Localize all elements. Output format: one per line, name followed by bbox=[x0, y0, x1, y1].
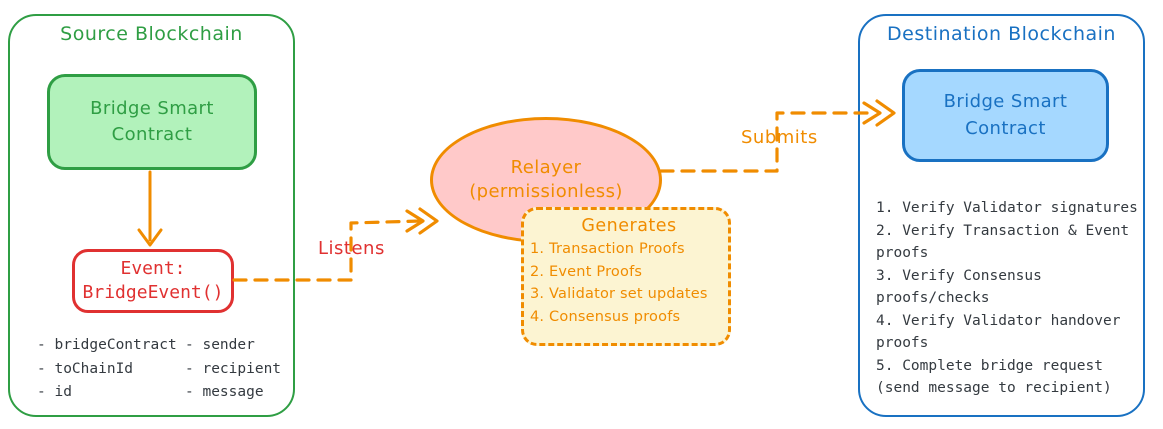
step-verify-consensus: 3. Verify Consensus proofs/checks bbox=[876, 267, 1042, 307]
destination-bridge-contract-box: Bridge Smart Contract bbox=[902, 69, 1109, 162]
listens-label: Listens bbox=[318, 238, 385, 259]
generates-title: Generates bbox=[581, 216, 677, 236]
source-blockchain-container: Source Blockchain Bridge Smart Contract … bbox=[8, 14, 295, 417]
arrowhead-right-inner-icon bbox=[405, 209, 425, 233]
step-complete-bridge: 5. Complete bridge request (send message… bbox=[876, 357, 1112, 397]
destination-blockchain-container: Destination Blockchain Bridge Smart Cont… bbox=[858, 14, 1145, 417]
destination-bridge-contract-label: Bridge Smart Contract bbox=[943, 91, 1068, 139]
generates-item-validator-updates: 3. Validator set updates bbox=[530, 286, 708, 302]
generates-item-transaction-proofs: 1. Transaction Proofs bbox=[530, 241, 685, 257]
step-verify-handover: 4. Verify Validator handover proofs bbox=[876, 312, 1121, 352]
attr-id: - id bbox=[37, 384, 72, 400]
attr-message: - message bbox=[185, 384, 264, 400]
generates-item-event-proofs: 2. Event Proofs bbox=[530, 263, 643, 280]
generates-box: Generates 1. Transaction Proofs 2. Event… bbox=[521, 207, 731, 346]
relayer-sublabel: (permissionless) bbox=[469, 181, 623, 202]
destination-steps: 1. Verify Validator signatures 2. Verify… bbox=[876, 197, 1138, 400]
relayer-label: Relayer bbox=[510, 156, 582, 178]
step-verify-tx-event-proofs: 2. Verify Transaction & Event proofs bbox=[876, 222, 1130, 262]
submits-label: Submits bbox=[741, 127, 818, 148]
attr-bridge-contract: - bridgeContract bbox=[37, 337, 177, 353]
step-verify-signatures: 1. Verify Validator signatures bbox=[876, 200, 1138, 216]
attr-sender: - sender bbox=[185, 337, 255, 353]
source-bridge-contract-box: Bridge Smart Contract bbox=[47, 74, 257, 170]
event-attributes: - bridgeContract - sender - toChainId - … bbox=[37, 334, 281, 405]
event-title: Event: bbox=[120, 257, 186, 279]
event-box: Event: BridgeEvent() bbox=[72, 249, 234, 313]
attr-recipient: - recipient bbox=[185, 360, 282, 377]
arrowhead-right-icon bbox=[418, 207, 439, 235]
event-function: BridgeEvent() bbox=[82, 282, 224, 303]
attr-to-chain-id: - toChainId bbox=[37, 360, 134, 377]
destination-blockchain-title: Destination Blockchain bbox=[887, 23, 1116, 45]
source-blockchain-title: Source Blockchain bbox=[60, 23, 243, 45]
generates-item-consensus-proofs: 4. Consensus proofs bbox=[530, 308, 681, 325]
source-bridge-contract-label: Bridge Smart Contract bbox=[90, 97, 214, 145]
